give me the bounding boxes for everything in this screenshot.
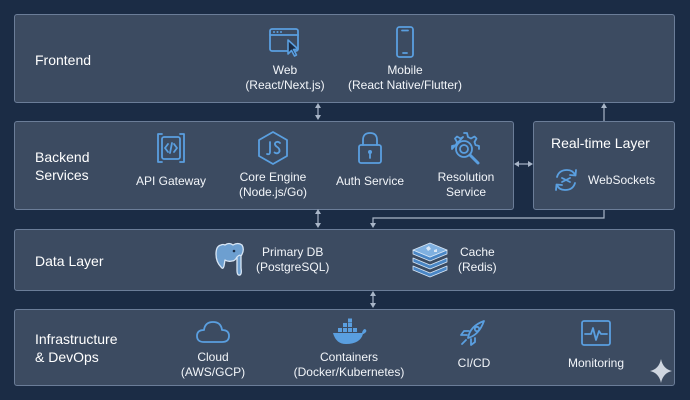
- auth-service-component: Auth Service: [325, 130, 415, 189]
- cicd-component: CI/CD: [439, 318, 509, 371]
- infrastructure-layer: Infrastructure & DevOps Cloud (AWS/GCP) …: [14, 309, 675, 386]
- backend-layer-title: Backend Services: [35, 149, 90, 183]
- mobile-component: Mobile (React Native/Flutter): [340, 25, 470, 93]
- browser-window-icon: [269, 28, 299, 57]
- heartbeat-monitor-icon: [581, 320, 611, 346]
- rocket-icon: [460, 320, 485, 346]
- mobile-label: Mobile (React Native/Flutter): [347, 63, 463, 92]
- sync-arrows-icon: [555, 169, 577, 191]
- sparkle-icon: [650, 359, 672, 383]
- api-gateway-icon: [157, 133, 185, 163]
- data-layer: Data Layer Primary DB (PostgreSQL) Cache…: [14, 229, 675, 291]
- nodejs-icon: [258, 131, 288, 165]
- cloud-label: Cloud (AWS/GCP): [180, 350, 246, 379]
- api-gateway-component: API Gateway: [125, 130, 217, 189]
- docker-whale-icon: [333, 318, 367, 344]
- resolution-service-component: Resolution Service: [423, 130, 509, 200]
- frontend-backend-connector: [315, 103, 321, 120]
- lock-icon: [358, 132, 382, 164]
- backend-realtime-connector: [514, 161, 533, 167]
- realtime-frontend-connector: [601, 103, 607, 121]
- cloud-component: Cloud (AWS/GCP): [170, 318, 256, 380]
- resolution-service-label: Resolution Service: [437, 170, 495, 199]
- containers-label: Containers (Docker/Kubernetes): [293, 350, 405, 379]
- primary-db-label: Primary DB (PostgreSQL): [256, 245, 330, 274]
- backend-layer: Backend Services API Gateway Core Engine…: [14, 121, 514, 210]
- core-engine-label: Core Engine (Node.js/Go): [238, 170, 308, 199]
- core-engine-component: Core Engine (Node.js/Go): [223, 130, 323, 200]
- frontend-layer-title: Frontend: [35, 52, 92, 68]
- cloud-icon: [196, 321, 230, 343]
- primary-db-component: Primary DB (PostgreSQL): [212, 240, 329, 280]
- data-infrastructure-connector: [370, 291, 376, 308]
- infrastructure-layer-title: Infrastructure & DevOps: [35, 331, 118, 365]
- realtime-layer-title: Real-time Layer: [551, 135, 650, 151]
- cache-component: Cache (Redis): [410, 242, 497, 278]
- containers-component: Containers (Docker/Kubernetes): [287, 318, 411, 380]
- websockets-label: WebSockets: [588, 172, 656, 187]
- redis-stack-icon: [412, 242, 448, 278]
- auth-service-label: Auth Service: [335, 174, 405, 188]
- gear-search-icon: [451, 132, 480, 165]
- realtime-data-connector: [370, 210, 605, 228]
- websockets-component: WebSockets: [552, 166, 655, 194]
- frontend-layer: Frontend Web (React/Next.js) Mobile (Rea…: [14, 14, 675, 103]
- web-component: Web (React/Next.js): [225, 25, 345, 93]
- api-gateway-label: API Gateway: [135, 174, 207, 188]
- cicd-label: CI/CD: [457, 356, 491, 370]
- monitoring-component: Monitoring: [556, 318, 636, 371]
- data-layer-title: Data Layer: [35, 253, 104, 269]
- web-label: Web (React/Next.js): [245, 63, 325, 92]
- monitoring-label: Monitoring: [567, 356, 625, 370]
- realtime-layer: Real-time Layer WebSockets: [533, 121, 675, 210]
- cache-label: Cache (Redis): [458, 245, 497, 274]
- postgresql-elephant-icon: [215, 242, 244, 276]
- backend-data-connector: [315, 209, 321, 228]
- smartphone-icon: [396, 26, 414, 58]
